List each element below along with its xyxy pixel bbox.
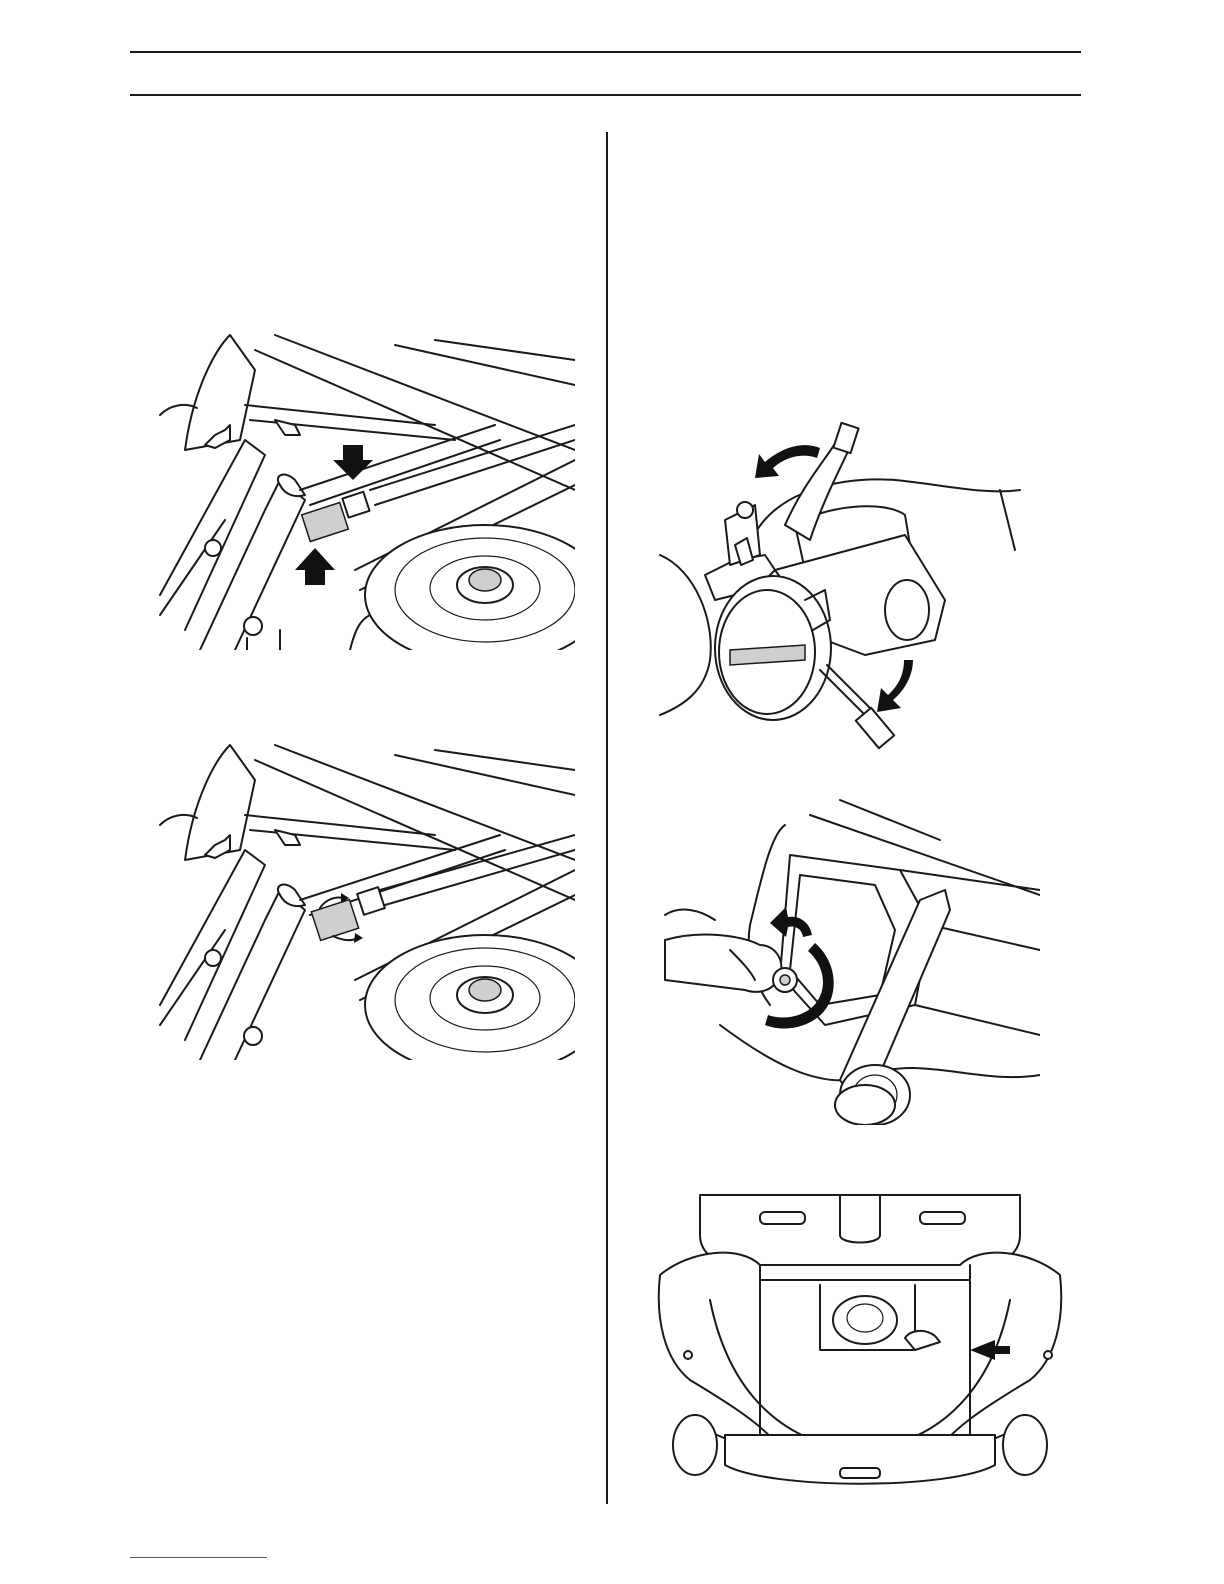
figure-cable-adjuster-locate	[155, 330, 575, 650]
figure-deck-front-view	[650, 1190, 1070, 1505]
header-rule-bottom	[130, 94, 1081, 96]
header-rule-top	[130, 51, 1081, 53]
figure-height-lever	[655, 420, 1025, 750]
column-divider	[606, 132, 608, 1504]
figure-cable-adjuster-turn	[155, 740, 575, 1060]
footnote-rule	[130, 1557, 267, 1558]
figure-knob-turn	[660, 795, 1040, 1125]
